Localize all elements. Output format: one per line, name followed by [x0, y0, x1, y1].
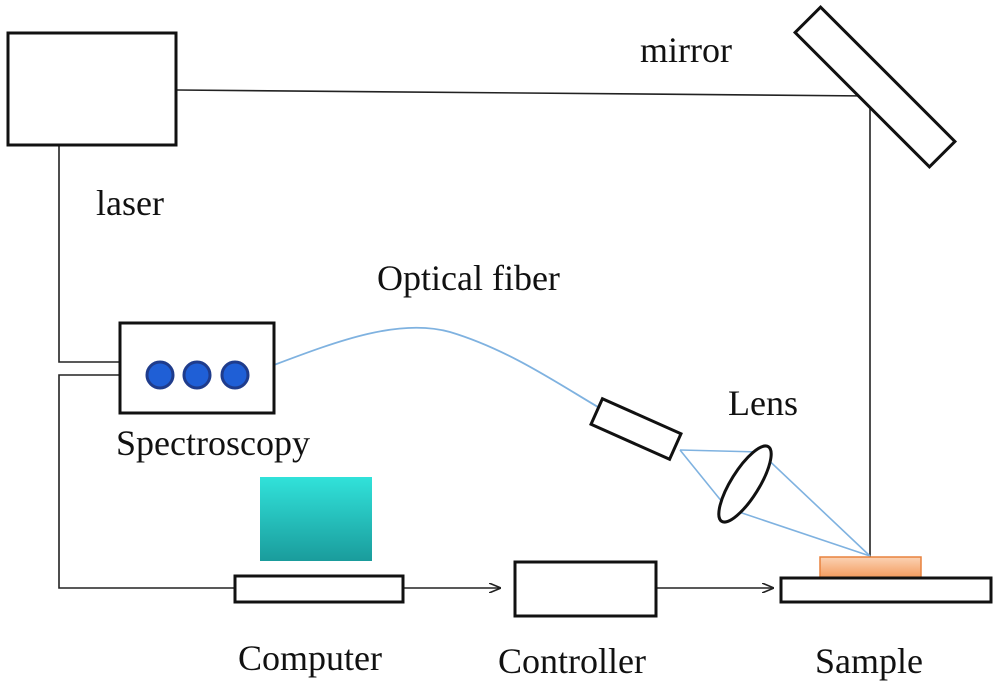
label-laser: laser	[96, 183, 164, 223]
laser-box	[6, 31, 178, 147]
label-mirror: mirror	[640, 30, 732, 70]
label-controller: Controller	[498, 641, 646, 681]
spectroscopy-box	[118, 321, 276, 415]
computer-screen	[260, 477, 372, 561]
label-sample: Sample	[815, 641, 923, 681]
label-lens: Lens	[728, 383, 798, 423]
label-optical-fiber: Optical fiber	[377, 258, 560, 298]
sample-stage	[779, 576, 993, 604]
sample-piece	[819, 556, 922, 579]
label-spectroscopy: Spectroscopy	[116, 423, 310, 463]
spectroscopy-dot-2	[182, 360, 212, 390]
computer-base	[233, 574, 405, 604]
controller-box	[513, 560, 658, 618]
wires	[58, 89, 871, 589]
fiber-head	[589, 396, 683, 462]
optical-fiber-cable	[273, 326, 604, 411]
laser-to-mirror-beam	[176, 89, 871, 97]
spectroscopy-dot-1	[145, 360, 175, 390]
spectroscopy-to-computer-wire	[58, 374, 235, 589]
lens-element	[717, 444, 773, 524]
mirror-element	[792, 4, 958, 170]
label-computer: Computer	[238, 638, 382, 678]
light-cone	[679, 449, 871, 557]
spectroscopy-dot-3	[220, 360, 250, 390]
laser-to-spectroscopy-wire	[58, 146, 120, 363]
